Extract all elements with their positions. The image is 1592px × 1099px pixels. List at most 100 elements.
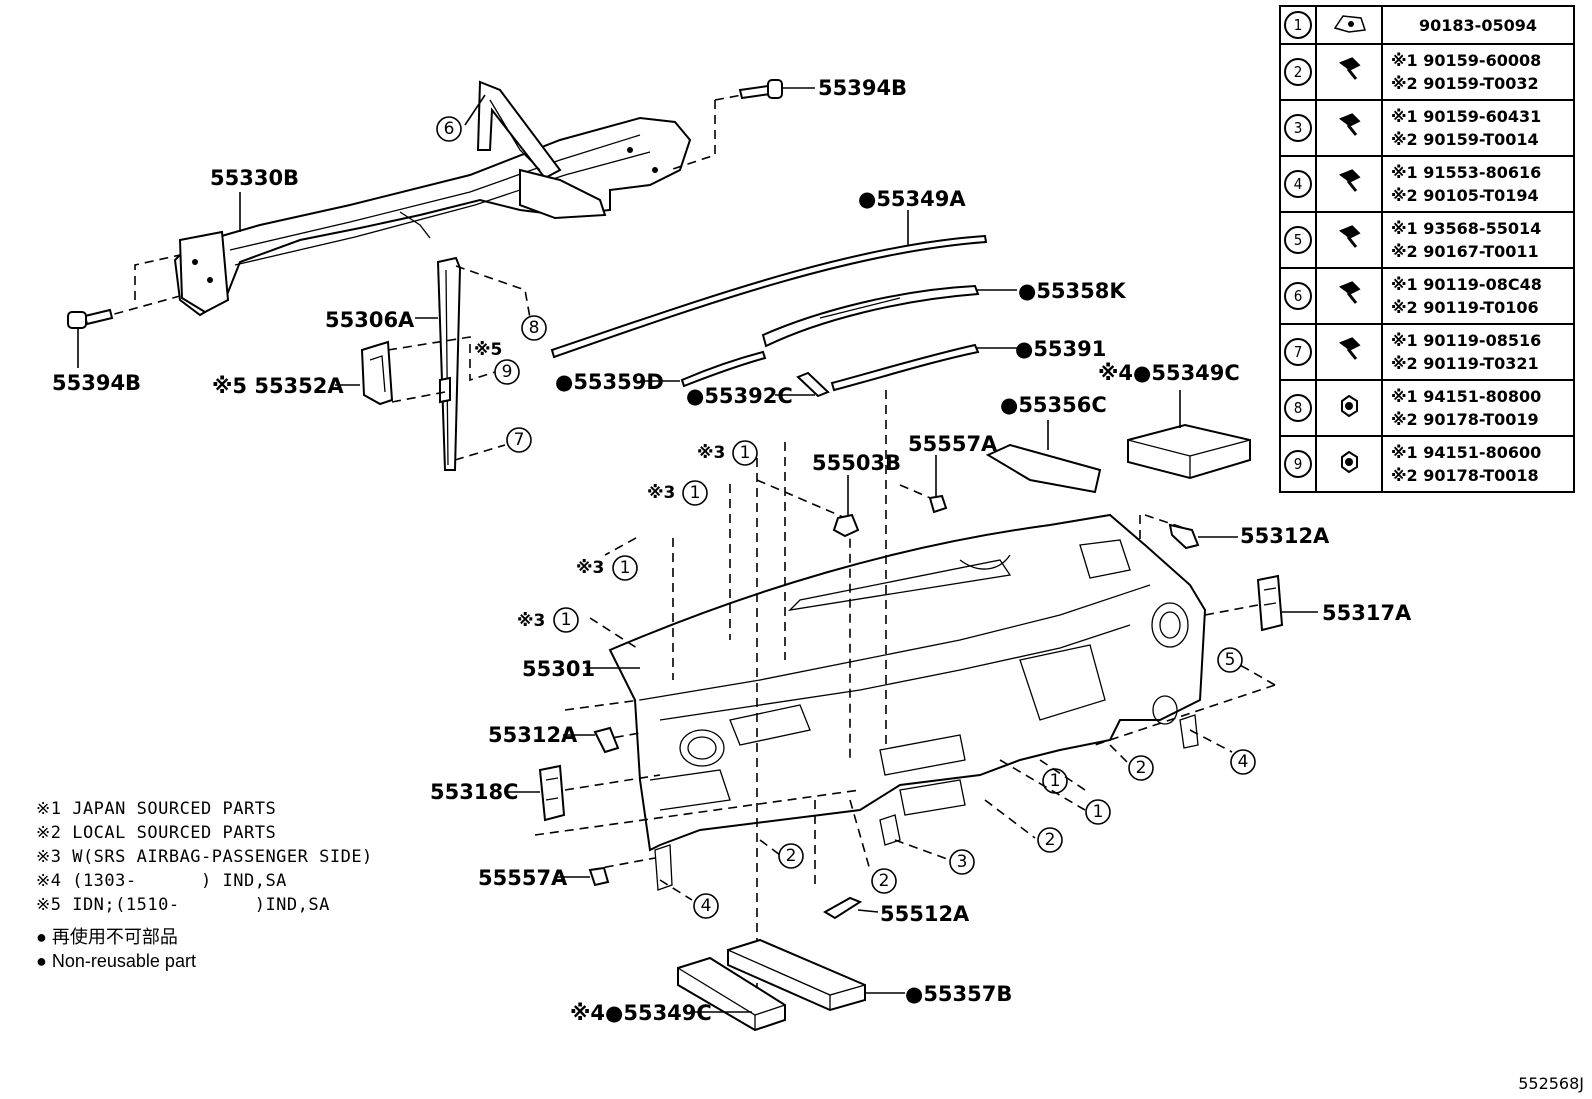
bracket-55317A bbox=[1256, 574, 1284, 632]
clip-55312A-left bbox=[593, 726, 620, 754]
panel-strip-55349A bbox=[550, 234, 988, 359]
legend-row: 2 ※1 90159-60008 ※2 90159-T0032 bbox=[1279, 43, 1575, 101]
panel-strip-55392C bbox=[796, 371, 830, 398]
ref-1-b: 1 bbox=[682, 480, 708, 506]
svg-text:8: 8 bbox=[529, 318, 540, 338]
panel-strip-55391 bbox=[830, 343, 980, 392]
legend-num: 5 bbox=[1284, 226, 1312, 254]
legend-num: 9 bbox=[1284, 450, 1312, 478]
note-mark-3-c: ※3 bbox=[576, 558, 604, 578]
callout-55317A: 55317A bbox=[1322, 601, 1412, 625]
legend-part-no-1: ※1 90119-08516 bbox=[1391, 331, 1542, 350]
ref-1-d: 1 bbox=[553, 607, 579, 633]
legend-num: 1 bbox=[1284, 11, 1312, 39]
callout-55312A-right: 55312A bbox=[1240, 524, 1330, 548]
legend-part-no-2: ※2 90119-T0321 bbox=[1391, 354, 1539, 373]
clip-55503B bbox=[832, 513, 860, 538]
bolt-55394B-top bbox=[738, 79, 783, 100]
svg-text:3: 3 bbox=[957, 852, 968, 872]
note-mark-3-a: ※3 bbox=[697, 443, 725, 463]
footnote-5: ※5 IDN;(1510- )IND,SA bbox=[36, 895, 330, 915]
legend-part-no-2: ※2 90178-T0019 bbox=[1391, 410, 1539, 429]
callout-55503B: 55503B bbox=[812, 451, 901, 475]
callout-55301: 55301 bbox=[522, 657, 595, 681]
svg-text:1: 1 bbox=[690, 483, 701, 503]
svg-text:7: 7 bbox=[514, 430, 525, 450]
nonreusable-jp: ● 再使用不可部品 bbox=[36, 927, 178, 947]
silencer-pad-55349C-top bbox=[1127, 423, 1251, 480]
svg-text:4: 4 bbox=[1238, 752, 1249, 772]
silencer-pad-55357B bbox=[727, 938, 866, 1012]
footnotes: ※1 JAPAN SOURCED PARTS ※2 LOCAL SOURCED … bbox=[36, 797, 373, 917]
legend-part-no-1: ※1 93568-55014 bbox=[1391, 219, 1542, 238]
legend-part-no: 90183-05094 bbox=[1419, 15, 1537, 35]
svg-text:4: 4 bbox=[701, 896, 712, 916]
nut-icon bbox=[1341, 450, 1358, 474]
svg-text:2: 2 bbox=[879, 871, 890, 891]
bolt-icon bbox=[1338, 169, 1361, 192]
nut-icon bbox=[1341, 394, 1358, 418]
nonreusable-en: ● Non-reusable part bbox=[36, 951, 196, 971]
note-mark-3-d: ※3 bbox=[517, 611, 545, 631]
bracket-55306A bbox=[436, 256, 462, 471]
legend-part-no-1: ※1 90159-60008 bbox=[1391, 51, 1542, 70]
ref-markers: 6 8 9 7 1 1 1 1 5 4 2 1 1 2 3 2 2 4 bbox=[436, 116, 1256, 919]
callout-55391: ●55391 bbox=[1015, 337, 1106, 361]
callout-55358K: ●55358K bbox=[1018, 279, 1126, 303]
legend-part-no-1: ※1 91553-80616 bbox=[1391, 163, 1542, 182]
callout-55557A-top: 55557A bbox=[908, 432, 998, 456]
svg-text:2: 2 bbox=[786, 846, 797, 866]
callout-55306A: 55306A bbox=[325, 308, 415, 332]
clip-55557A-left bbox=[588, 866, 610, 887]
svg-text:1: 1 bbox=[1050, 771, 1061, 791]
callout-55352A: ※5 55352A bbox=[212, 374, 344, 398]
fastener-legend-table: 1 90183-05094 2 ※1 90159-60008 ※2 90159-T… bbox=[1279, 5, 1575, 493]
bolt-icon bbox=[1338, 57, 1361, 80]
legend-row: 6 ※1 90119-08C48※2 90119-T0106 bbox=[1279, 267, 1575, 325]
legend-part-no-2: ※2 90119-T0106 bbox=[1391, 298, 1539, 317]
legend-num: 2 bbox=[1284, 58, 1312, 86]
callout-55349C-top: ※4●55349C bbox=[1098, 361, 1240, 385]
nonreusable-legend: ● 再使用不可部品 ● Non-reusable part bbox=[36, 925, 196, 973]
note-mark-3-b: ※3 bbox=[647, 483, 675, 503]
callout-55394B-top: 55394B bbox=[818, 76, 907, 100]
legend-row: 9 ※1 94151-80600 ※2 90178-T0018 bbox=[1279, 435, 1575, 493]
diagram-code: 552568J bbox=[1518, 1074, 1584, 1093]
legend-num: 4 bbox=[1284, 170, 1312, 198]
legend-num: 7 bbox=[1284, 338, 1312, 366]
footnote-2: ※2 LOCAL SOURCED PARTS bbox=[36, 823, 277, 843]
legend-part-no-2: ※2 90159-T0032 bbox=[1391, 74, 1539, 93]
clip-55312A-right bbox=[1168, 523, 1200, 550]
silencer-pad-55349C-bottom bbox=[677, 956, 786, 1032]
ref-4-b: 4 bbox=[693, 893, 719, 919]
bolt-icon bbox=[1338, 225, 1361, 248]
callout-55349A: ●55349A bbox=[858, 187, 966, 211]
ref-8: 8 bbox=[521, 315, 547, 341]
legend-row: 7 ※1 90119-08516 ※2 90119-T0321 bbox=[1279, 323, 1575, 381]
callout-55394B-left: 55394B bbox=[52, 371, 141, 395]
silencer-pad-55356C bbox=[985, 443, 1102, 494]
bolt-55394B-left bbox=[67, 308, 114, 329]
ref-2-c: 2 bbox=[778, 843, 804, 869]
callout-55357B: ●55357B bbox=[905, 982, 1012, 1006]
callout-55349C-bottom: ※4●55349C bbox=[570, 1001, 712, 1025]
legend-part-no-2: ※2 90178-T0018 bbox=[1391, 466, 1539, 485]
pad-55512A bbox=[823, 896, 863, 920]
svg-text:1: 1 bbox=[740, 443, 751, 463]
legend-part-no-1: ※1 94151-80600 bbox=[1391, 443, 1542, 462]
ref-1-c: 1 bbox=[612, 555, 638, 581]
ref-3: 3 bbox=[949, 849, 975, 875]
footnote-1: ※1 JAPAN SOURCED PARTS bbox=[36, 799, 277, 819]
note-mark-5: ※5 bbox=[474, 340, 502, 360]
ref-5: 5 bbox=[1217, 647, 1243, 673]
cover-55318C bbox=[538, 764, 566, 822]
legend-row: 3 ※1 90159-60431※2 90159-T0014 bbox=[1279, 99, 1575, 157]
legend-row: 4 ※1 91553-80616※2 90105-T0194 bbox=[1279, 155, 1575, 213]
callout-55392C: ●55392C bbox=[686, 384, 793, 408]
panel-strip-55359D bbox=[680, 350, 767, 388]
legend-num: 3 bbox=[1284, 114, 1312, 142]
callout-55312A-left: 55312A bbox=[488, 723, 578, 747]
legend-row: 5 ※1 93568-55014※2 90167-T0011 bbox=[1279, 211, 1575, 269]
brace-55352A bbox=[360, 340, 394, 406]
